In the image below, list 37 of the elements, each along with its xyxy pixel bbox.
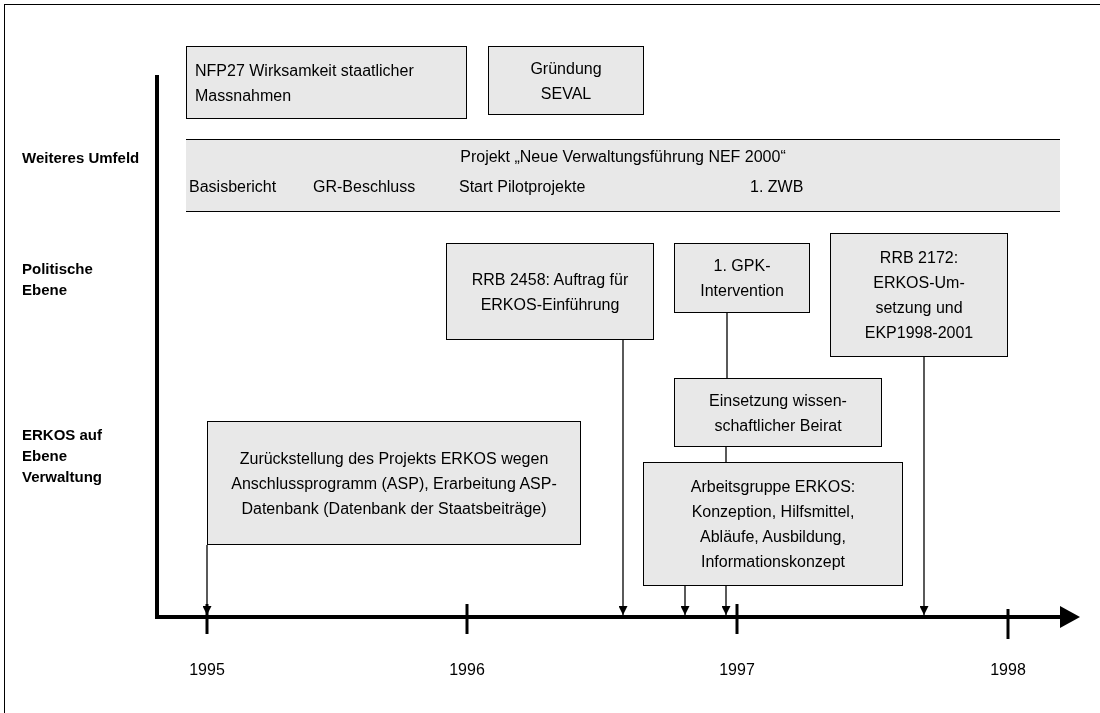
event-text: Einsetzung wissen-schaftlicher Beirat [708, 390, 848, 436]
event-box [674, 243, 810, 313]
event-text: 1. GPK-Intervention [699, 256, 785, 301]
event-box [186, 46, 467, 119]
year-label: 1996 [449, 661, 485, 679]
row-label: Weiteres Umfeld [22, 148, 141, 168]
milestone-label: Start Pilotprojekte [459, 178, 586, 196]
arrow [202, 544, 212, 616]
connector-line [726, 312, 728, 379]
event-box [207, 421, 581, 545]
arrow [680, 585, 690, 616]
timeline-band [186, 139, 1060, 212]
event-box [446, 243, 654, 340]
event-box [674, 378, 882, 447]
event-text: Gründung SEVAL [529, 58, 603, 104]
event-text: Arbeitsgruppe ERKOS: Konzeption, Hilfsmittel, Abläufe, Ausbildung, Informationskonzept [689, 477, 857, 572]
year-label: 1995 [189, 661, 225, 679]
event-box [488, 46, 644, 115]
event-text: RRB 2458: Auftrag für ERKOS-Einführung [470, 269, 630, 315]
arrow [721, 585, 731, 616]
row-label: Politische Ebene [22, 259, 94, 300]
event-box [643, 462, 903, 586]
event-box [830, 233, 1008, 357]
milestone-label: GR-Beschluss [313, 178, 416, 196]
time-axis [155, 604, 1080, 639]
arrow [919, 356, 929, 616]
milestone-label: Basisbericht [189, 178, 277, 196]
year-label: 1998 [990, 661, 1026, 679]
milestone-label: 1. ZWB [750, 178, 804, 196]
event-text: NFP27 Wirksamkeit staatlicher Massnahmen [195, 60, 415, 106]
row-label: ERKOS auf Ebene Verwaltung [22, 425, 104, 487]
arrow [618, 339, 628, 616]
connector-line [725, 446, 727, 463]
event-text: Zurückstellung des Projekts ERKOS wegen Anschlussprogramm (ASP), Erarbeitung ASP-Datenbank (Datenbank der Staatsbeiträge) [230, 448, 558, 519]
band-title: Projekt „Neue Verwaltungsführung NEF 2000“ [459, 148, 787, 166]
event-text: RRB 2172: ERKOS-Um-setzung und EKP1998-2001 [863, 248, 975, 343]
year-label: 1997 [719, 661, 755, 679]
